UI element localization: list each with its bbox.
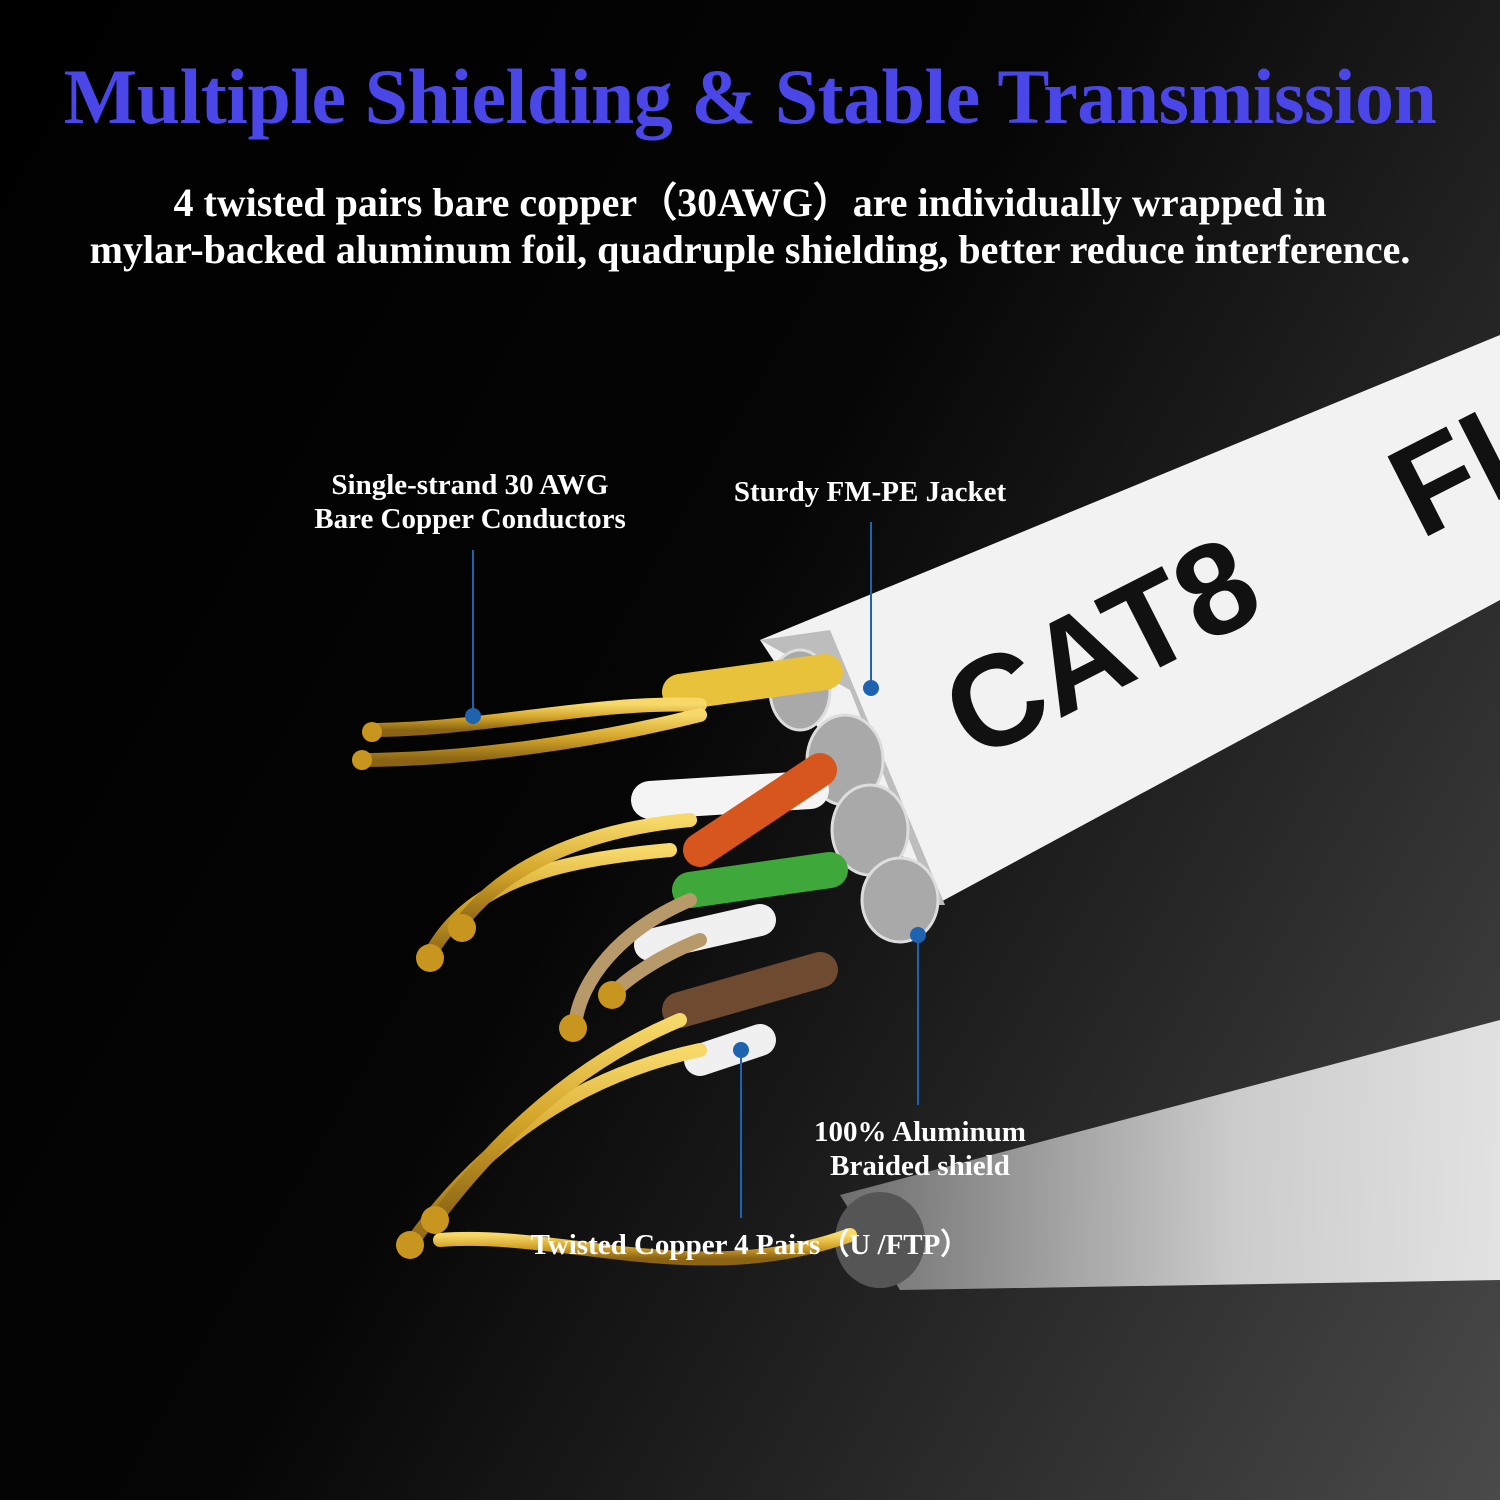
callout-jacket: Sturdy FM-PE Jacket bbox=[733, 476, 1007, 508]
subtitle-line-2: mylar-backed aluminum foil, quadruple sh… bbox=[89, 227, 1411, 272]
subtitle-line-1: 4 twisted pairs bare copper（30AWG）are in… bbox=[173, 180, 1327, 225]
callout-conductors: Single-strand 30 AWG Bare Copper Conduct… bbox=[290, 468, 650, 536]
callout-shield: 100% Aluminum Braided shield bbox=[790, 1115, 1050, 1183]
callout-conductors-line1: Single-strand 30 AWG bbox=[331, 469, 609, 501]
wire-ends bbox=[352, 722, 626, 1259]
second-cable-end bbox=[835, 1192, 925, 1288]
callout-pairs: Twisted Copper 4 Pairs（U /FTP） bbox=[530, 1229, 970, 1261]
flat-cable-jacket bbox=[760, 335, 1500, 905]
headline: Multiple Shielding & Stable Transmission bbox=[63, 53, 1437, 140]
callout-lines bbox=[465, 522, 926, 1218]
callout-shield-line1: 100% Aluminum bbox=[814, 1116, 1026, 1148]
callout-conductors-line2: Bare Copper Conductors bbox=[314, 503, 626, 535]
second-cable bbox=[840, 1020, 1500, 1290]
callout-shield-line2: Braided shield bbox=[830, 1150, 1010, 1182]
